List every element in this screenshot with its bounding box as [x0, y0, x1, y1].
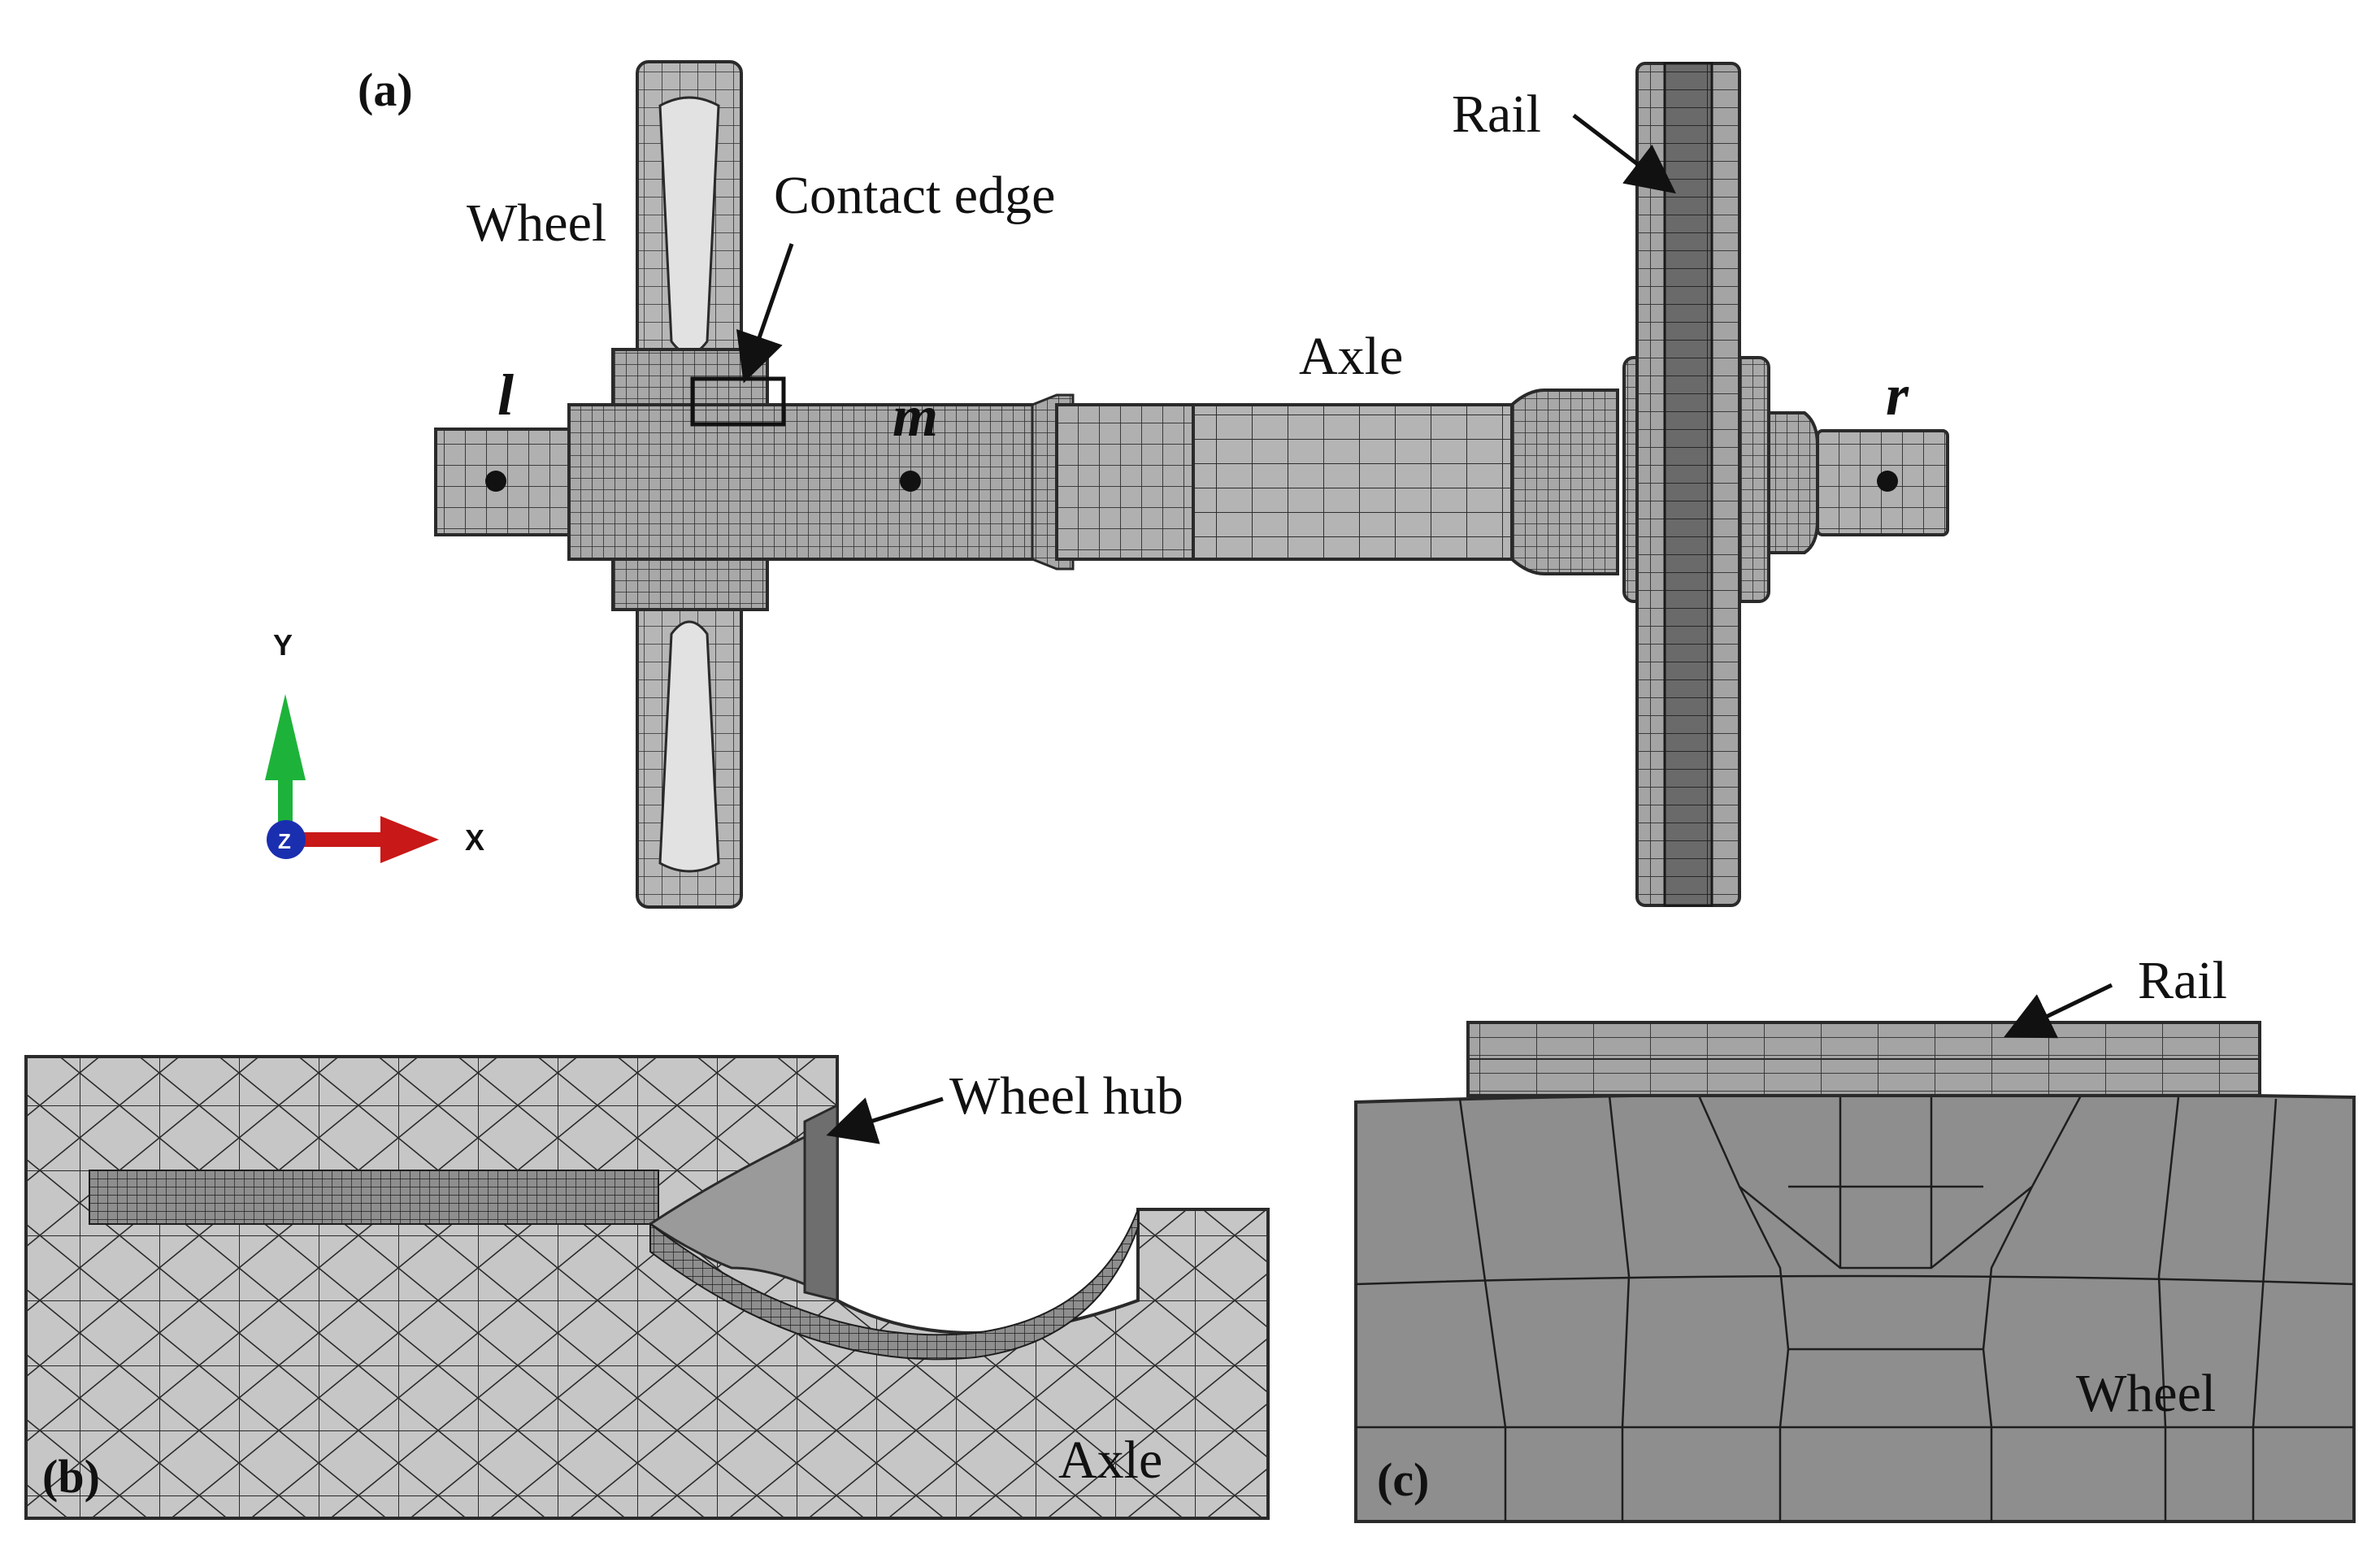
label-wheel-c: Wheel — [2076, 1364, 2216, 1423]
node-l — [485, 471, 506, 492]
label-contact-edge: Contact edge — [774, 166, 1055, 225]
rail-arrow-a — [1572, 114, 1676, 194]
axle-mesh — [434, 389, 1619, 575]
right-wheel-rail-mesh — [1622, 62, 1949, 907]
panel-a-tag: (a) — [358, 63, 413, 116]
label-axle-b: Axle — [1058, 1430, 1162, 1490]
label-wheel-hub: Wheel hub — [949, 1066, 1183, 1126]
triad-z-label: Z — [278, 829, 291, 853]
label-wheel-a: Wheel — [467, 193, 606, 253]
contact-edge-arrow — [736, 243, 794, 384]
triad-y-label: Y — [273, 628, 293, 662]
node-r — [1877, 471, 1898, 492]
label-l: l — [497, 362, 514, 428]
label-r: r — [1886, 362, 1909, 428]
panel-c: (c) Rail Wheel — [1354, 951, 2356, 1523]
panel-b: (b) Wheel hub Axle — [24, 1055, 1270, 1520]
wheel-hub-arrow — [826, 1096, 944, 1144]
panel-c-tag: (c) — [1377, 1453, 1429, 1506]
coordinate-triad: Z Y X — [265, 628, 484, 863]
label-rail-a: Rail — [1452, 85, 1541, 144]
panel-b-tag: (b) — [42, 1450, 100, 1503]
triad-x-label: X — [465, 823, 484, 857]
node-m — [900, 471, 921, 492]
panel-a: (a) l — [265, 60, 1949, 909]
label-rail-c: Rail — [2138, 951, 2227, 1010]
label-axle-a: Axle — [1299, 327, 1403, 386]
label-m: m — [892, 384, 938, 449]
rail-arrow-c — [2003, 983, 2113, 1039]
